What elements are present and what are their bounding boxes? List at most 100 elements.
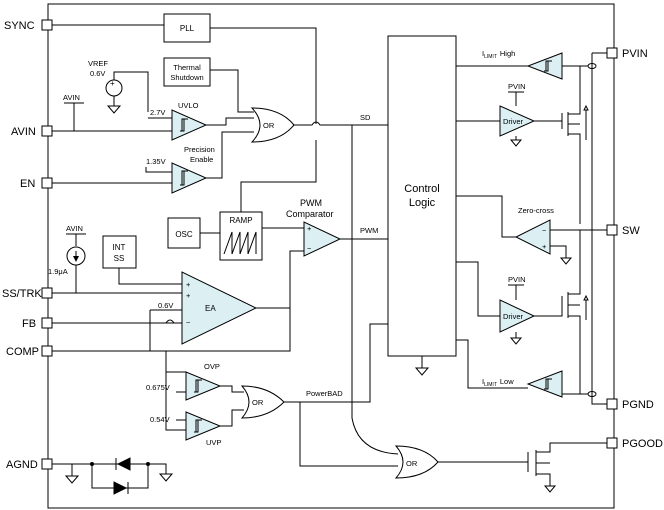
avin-ss-rail [66, 233, 86, 246]
avin-rail-label: AVIN [63, 93, 80, 102]
pin-label-pvin: PVIN [622, 48, 648, 60]
wire-powerbad-or [299, 402, 398, 467]
current-value: 1.9μA [48, 267, 68, 276]
body-diode [583, 294, 589, 320]
thermal-label-2: Shutdown [170, 73, 203, 82]
esd-diode-2 [91, 464, 149, 495]
zero-cross-comparator: − + [514, 219, 551, 255]
ilimit-low-i: I [482, 377, 484, 386]
wire-ea-pwm [256, 250, 304, 309]
pin-label-pgood: PGOOD [622, 438, 663, 450]
junction-dot [146, 462, 150, 466]
hysteresis-icon [544, 378, 552, 390]
pin-pvin: PVIN [606, 47, 648, 60]
ovp-comparator: OVP [185, 362, 222, 401]
ilimit-high-comparator [526, 52, 563, 80]
avin-rail-symbol [64, 102, 84, 131]
wire-uvp-or [220, 409, 244, 427]
pin-label-ss-trk: SS/TRK [2, 288, 42, 300]
zero-cross-label: Zero-cross [518, 206, 554, 215]
driver-high-supply: PVIN [508, 82, 526, 91]
wire-powerbad [284, 323, 388, 403]
driver-high-rail [508, 91, 524, 106]
ea-minus: − [186, 318, 191, 327]
pwm-comparator: + − [303, 221, 342, 257]
thermal-label-1: Thermal [173, 63, 201, 72]
wire-ovp-or [220, 385, 244, 393]
hysteresis-icon [194, 379, 202, 393]
driver-label: Driver [503, 117, 524, 126]
low-side-mosfet [561, 230, 589, 394]
hysteresis-icon [194, 419, 202, 433]
pin-ss-trk: SS/TRK [2, 287, 53, 300]
pin-label-en: EN [20, 178, 35, 190]
ground-icon [509, 139, 523, 147]
uvp-comparator: UVP [185, 411, 221, 447]
or-gate-pgood: OR [394, 445, 439, 479]
wire-logic-driver-low [456, 261, 500, 317]
ground-icon [559, 257, 573, 265]
ilimit-low-comparator [526, 370, 563, 398]
ground-icon [64, 475, 80, 484]
body-diode [583, 104, 589, 140]
high-side-mosfet [561, 66, 589, 224]
wire-driver-low-gate [534, 310, 563, 317]
ground-icon [509, 337, 523, 345]
pll-label: PLL [180, 24, 195, 33]
ea-plus-1: + [186, 280, 191, 289]
wire-ramp-up [240, 140, 317, 212]
osc-label: OSC [175, 230, 193, 239]
driver-low-supply: PVIN [508, 275, 526, 284]
uvlo-threshold: 2.7V [150, 108, 165, 117]
control-logic-block: Control Logic [387, 35, 457, 357]
wire-thermal-or [210, 69, 254, 113]
ground-icon [106, 105, 122, 114]
hysteresis-icon [180, 170, 188, 186]
hysteresis-icon [180, 118, 188, 132]
osc-block: OSC [167, 217, 201, 249]
wire-comp [52, 308, 291, 352]
zc-plus: + [542, 242, 547, 251]
wire-pgnd [591, 394, 607, 405]
or-gate-powerbad: OR [240, 385, 285, 419]
pwm-plus: + [307, 224, 312, 233]
control-logic-label-2: Logic [409, 197, 436, 209]
pin-pgnd: PGND [606, 398, 654, 411]
driver-high: Driver [499, 105, 536, 137]
ic-package-outline [47, 3, 615, 509]
avin-ss-label: AVIN [66, 224, 83, 233]
current-source-1-9ua [66, 246, 86, 266]
ovp-threshold: 0.675V [146, 383, 170, 392]
wire-ilimit-low [456, 339, 528, 389]
vref-plus: + [110, 79, 115, 88]
ground-icon [543, 485, 557, 493]
ea-label: EA [205, 304, 216, 313]
precision-label-1: Precision [184, 145, 215, 154]
wire-enable-ref [145, 167, 172, 173]
ilimit-high-sub: LIMIT [484, 54, 497, 60]
wire-sd-pgood-or [351, 125, 399, 455]
wire-zero-cross-logic [456, 195, 516, 238]
pin-comp: COMP [6, 345, 53, 358]
error-amplifier: + + − EA [181, 271, 258, 345]
wire-pll-down [210, 27, 317, 124]
ground-icon [158, 473, 174, 482]
uvp-threshold: 0.54V [150, 415, 170, 424]
precision-label-2: Enable [190, 155, 213, 164]
precision-enable-comparator: Precision Enable [171, 145, 215, 194]
or-label: OR [252, 398, 264, 407]
wire-sd [294, 121, 388, 126]
ilimit-high-i: I [482, 49, 484, 58]
driver-low: Driver [499, 299, 536, 333]
int-ss-label-2: SS [114, 254, 125, 263]
vref-source: VREF 0.6V + [88, 59, 149, 114]
or-gate-shutdown: OR [250, 107, 295, 143]
sd-label: SD [360, 113, 371, 122]
pgood-mosfet [527, 442, 607, 486]
wire-jump [165, 319, 178, 324]
wire-uvlo-or [206, 117, 254, 126]
ground-icon [414, 367, 430, 376]
